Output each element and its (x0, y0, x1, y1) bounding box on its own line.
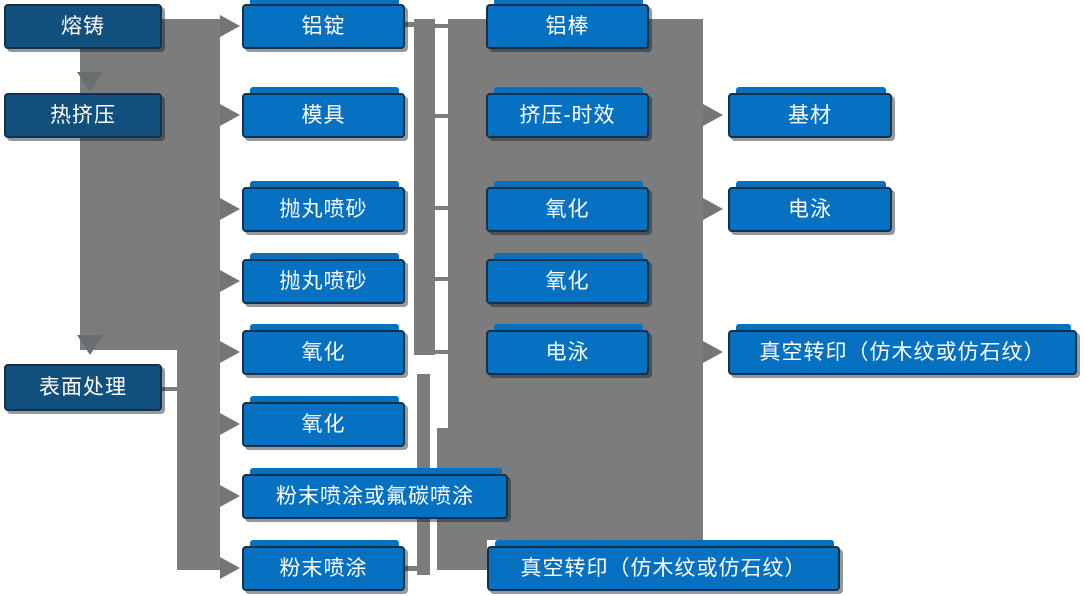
connector-tick-row5 (435, 350, 448, 354)
arrow-right-icon (220, 104, 240, 126)
node-aluminum-rod: 铝棒 (486, 4, 649, 49)
arrow-right-icon (220, 485, 240, 507)
arrow-right-icon (220, 413, 240, 435)
arrow-right-icon (703, 198, 723, 220)
connector-tick-row4 (435, 277, 448, 281)
node-aluminum-ingot: 铝锭 (242, 4, 405, 49)
connector-tick-row1 (435, 24, 448, 28)
connector-bottom-bridge (437, 540, 487, 570)
arrow-right-icon (703, 104, 723, 126)
arrow-right-icon (220, 341, 240, 363)
node-shot-blasting-2: 抛丸喷砂 (242, 259, 405, 304)
node-electrophoresis-2: 电泳 (728, 187, 892, 232)
arrow-right-icon (703, 341, 723, 363)
node-mold: 模具 (242, 93, 405, 138)
connector-ingot-stub (405, 22, 414, 27)
connector-surface-stub (162, 387, 177, 391)
node-oxidation-4: 氧化 (486, 259, 649, 304)
arrow-right-icon (220, 198, 240, 220)
node-vacuum-transfer-2: 真空转印（仿木纹或仿石纹） (728, 330, 1077, 375)
node-surface-treatment: 表面处理 (4, 364, 162, 411)
node-oxidation-2: 氧化 (242, 402, 405, 447)
connector-surface-trunk (177, 350, 220, 570)
arrow-right-icon (220, 270, 240, 292)
arrow-right-icon (220, 557, 240, 579)
node-powder-or-fluorocarbon: 粉末喷涂或氟碳喷涂 (242, 474, 508, 519)
node-oxidation-1: 氧化 (242, 330, 405, 375)
connector-main-trunk (80, 19, 220, 350)
arrow-right-icon (220, 15, 240, 37)
connector-tick-row2 (435, 114, 448, 118)
node-hot-extrusion: 热挤压 (4, 93, 162, 138)
arrow-down-icon (77, 335, 103, 355)
node-vacuum-transfer-1: 真空转印（仿木纹或仿石纹） (487, 546, 840, 591)
node-powder-coating: 粉末喷涂 (242, 546, 405, 591)
node-base-material: 基材 (728, 93, 892, 138)
connector-collector-bar-upper (414, 19, 435, 355)
node-electrophoresis-1: 电泳 (486, 330, 649, 375)
connector-tick-row3 (435, 206, 448, 210)
arrow-down-icon (77, 72, 103, 92)
node-melting-casting: 熔铸 (4, 4, 162, 49)
node-extrusion-aging: 挤压-时效 (486, 93, 649, 138)
connector-bottom-stub (403, 566, 419, 571)
node-oxidation-3: 氧化 (486, 187, 649, 232)
node-shot-blasting-1: 抛丸喷砂 (242, 187, 405, 232)
